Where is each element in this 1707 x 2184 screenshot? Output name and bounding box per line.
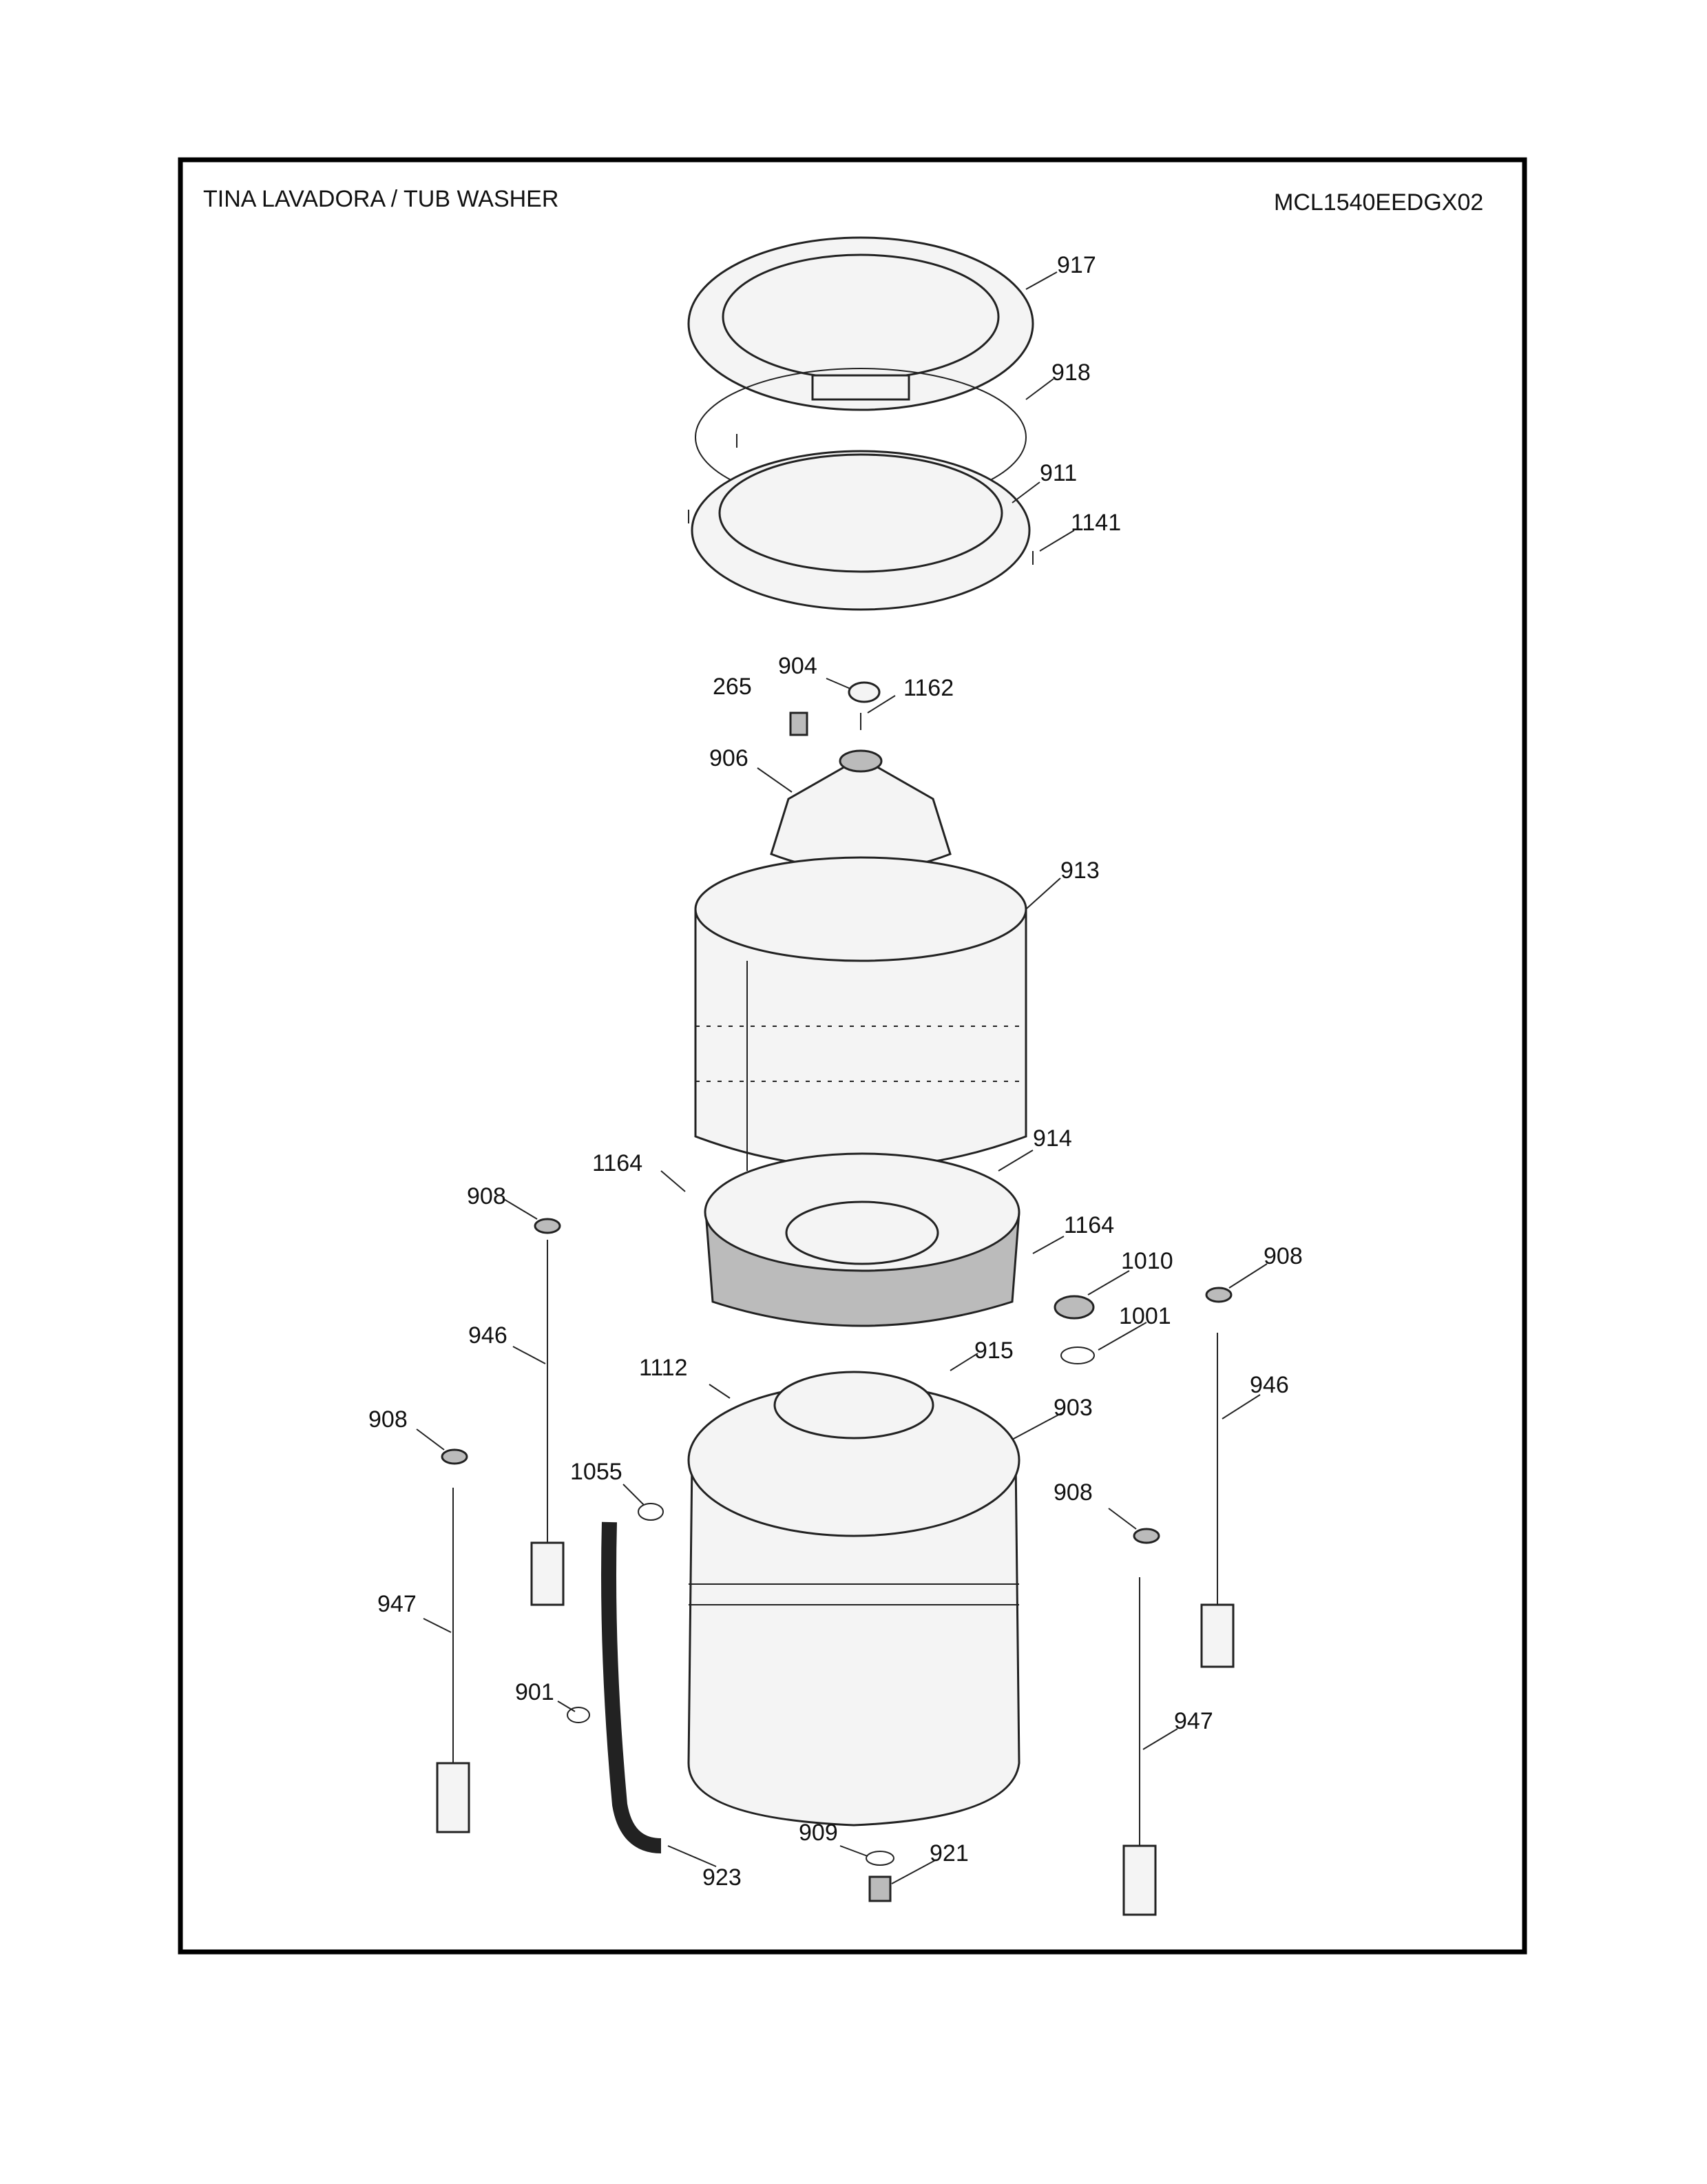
- part-1141-screws: [688, 434, 1034, 565]
- label-1164: 1164: [1064, 1212, 1114, 1238]
- part-1001-washer: [1060, 1346, 1095, 1364]
- label-1112: 1112: [639, 1355, 688, 1381]
- part-914-basket-base: [704, 1152, 1020, 1327]
- label-915: 915: [974, 1338, 1014, 1364]
- part-946-rod-left: [530, 1240, 565, 1606]
- label-911: 911: [1040, 460, 1077, 486]
- label-947: 947: [1174, 1708, 1213, 1734]
- part-901-clamp: [567, 1707, 590, 1723]
- label-923: 923: [702, 1864, 742, 1891]
- label-901: 901: [515, 1679, 554, 1705]
- part-265-nut: [789, 711, 808, 736]
- part-908-pivot: [1205, 1287, 1233, 1303]
- label-908: 908: [368, 1406, 408, 1433]
- part-1055-clamp: [638, 1503, 664, 1521]
- part-909-seal: [866, 1851, 894, 1866]
- label-1001: 1001: [1119, 1303, 1171, 1329]
- label-914: 914: [1033, 1125, 1072, 1152]
- label-1141: 1141: [1071, 510, 1121, 536]
- label-921: 921: [930, 1840, 969, 1866]
- part-946-rod-right: [1200, 1333, 1235, 1668]
- label-906: 906: [709, 745, 748, 771]
- label-903: 903: [1054, 1395, 1093, 1421]
- diagram-frame: [178, 157, 1527, 1955]
- part-903-outer-tub: [687, 1371, 1020, 1827]
- part-947-rod-right: [1122, 1577, 1157, 1916]
- label-908: 908: [1054, 1479, 1093, 1506]
- model-number: MCL1540EEDGX02: [1274, 189, 1483, 216]
- label-908: 908: [467, 1183, 506, 1209]
- label-913: 913: [1060, 857, 1100, 884]
- label-917: 917: [1057, 252, 1096, 278]
- label-909: 909: [799, 1820, 838, 1846]
- part-913-wash-basket: [694, 856, 1027, 1171]
- label-947: 947: [377, 1591, 417, 1617]
- label-946: 946: [1250, 1372, 1289, 1398]
- label-946: 946: [468, 1322, 507, 1349]
- label-265: 265: [713, 674, 752, 700]
- part-904-cap: [848, 681, 881, 703]
- label-1162: 1162: [903, 675, 954, 701]
- label-1010: 1010: [1121, 1248, 1173, 1274]
- label-1055: 1055: [570, 1459, 622, 1485]
- part-906-agitator: [770, 749, 952, 873]
- part-917-top-ring: [687, 236, 1034, 411]
- part-921-bushing: [868, 1875, 892, 1902]
- part-947-rod-left: [436, 1488, 470, 1833]
- part-908-pivot: [534, 1218, 561, 1234]
- label-918: 918: [1051, 360, 1091, 386]
- leader-lines: [416, 271, 1268, 1884]
- label-1164: 1164: [592, 1150, 642, 1176]
- part-908-pivot: [441, 1448, 468, 1465]
- label-904: 904: [778, 653, 817, 679]
- part-923-drain-hose: [601, 1521, 662, 1853]
- label-908: 908: [1264, 1243, 1303, 1269]
- part-911-tub-ring: [691, 450, 1031, 611]
- part-908-pivot: [1133, 1528, 1160, 1544]
- part-1010-nut: [1054, 1295, 1095, 1320]
- diagram-title: TINA LAVADORA / TUB WASHER: [203, 186, 558, 212]
